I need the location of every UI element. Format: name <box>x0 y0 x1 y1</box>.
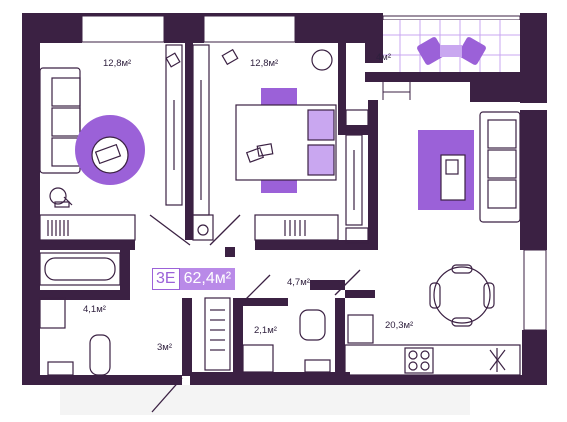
room-area-bedroom-right: 12,8м² <box>250 58 278 69</box>
room-area-hall: 3м² <box>157 342 172 353</box>
toilet-fixtures <box>242 309 331 373</box>
doors <box>149 214 361 413</box>
bedroom-right-furniture <box>192 44 369 244</box>
room-area-toilet: 2,1м² <box>254 325 277 336</box>
room-area-bathroom: 4,1м² <box>83 304 106 315</box>
room-area-bedroom-left: 12,8м² <box>103 58 131 69</box>
balcony <box>382 20 520 100</box>
bedroom-left-furniture <box>39 44 183 241</box>
bathroom-fixtures <box>39 252 231 376</box>
total-area: 62,4м² <box>179 268 236 290</box>
windows <box>81 15 547 331</box>
layout-badge: 3E 62,4м² <box>152 268 236 290</box>
room-area-balcony: 4м² <box>376 52 391 63</box>
layout-code: 3E <box>152 268 180 290</box>
kitchen-living-furniture <box>344 111 521 376</box>
room-area-kitchen-living: 20,3м² <box>385 320 413 331</box>
room-area-corridor: 4,7м² <box>287 277 310 288</box>
